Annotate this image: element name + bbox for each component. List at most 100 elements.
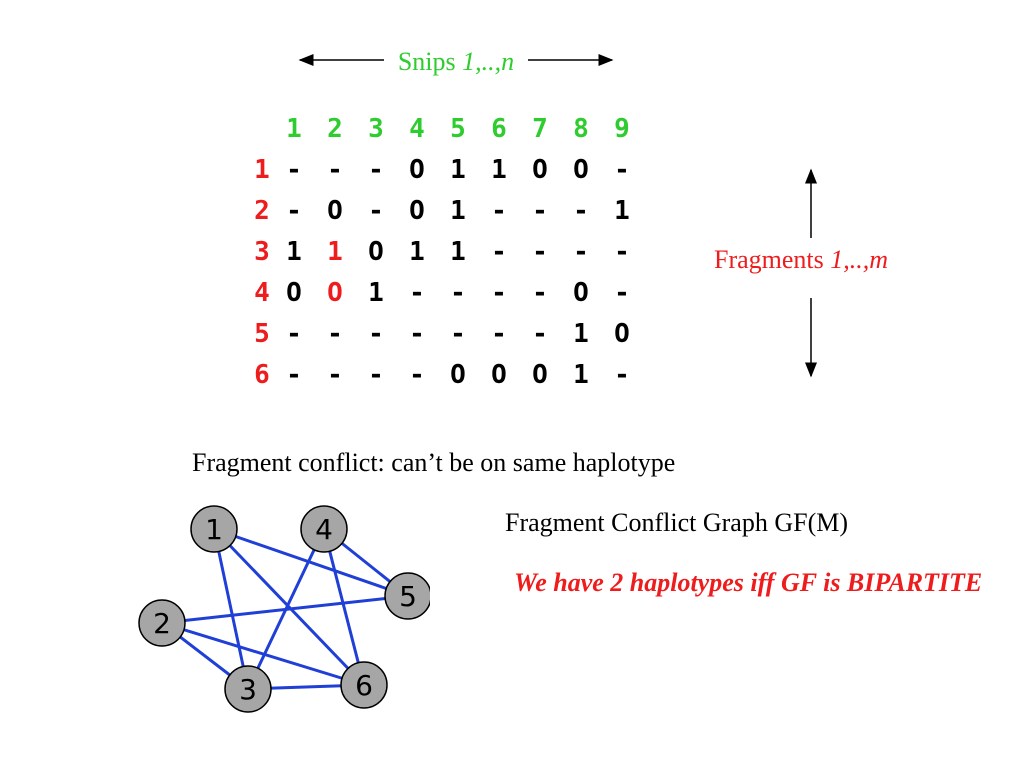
bipartite-note: We have 2 haplotypes iff GF is BIPARTITE <box>514 568 983 597</box>
graph-edge-1-5 <box>213 527 409 598</box>
fragment-conflict-caption: Fragment conflict: can’t be on same hapl… <box>192 448 676 477</box>
matrix-cell: 1 <box>491 155 507 185</box>
matrix-cell: - <box>409 319 425 349</box>
matrix-cell: 1 <box>614 196 630 226</box>
matrix-cell: - <box>614 360 630 390</box>
matrix-cell: O <box>327 196 343 226</box>
matrix-cell: O <box>614 319 630 349</box>
graph-edge-2-5 <box>161 594 409 625</box>
row-label: 3 <box>254 237 270 267</box>
matrix-cell: - <box>368 196 384 226</box>
graph-node-4 <box>300 505 348 553</box>
column-label: 5 <box>450 114 466 144</box>
fragments-arrow <box>805 168 817 378</box>
matrix-cell: - <box>614 237 630 267</box>
matrix-cell: O <box>532 155 548 185</box>
column-label: 3 <box>368 114 384 144</box>
conflict-graph-caption: Fragment Conflict Graph GF(M) <box>505 508 849 537</box>
snips-label-text: Snips <box>397 47 463 76</box>
fragments-range: 1,..,m <box>830 245 889 274</box>
matrix-cell: O <box>368 237 384 267</box>
matrix-cell: O <box>450 360 466 390</box>
column-label: 1 <box>286 114 302 144</box>
matrix-cell: - <box>286 360 302 390</box>
matrix-cell: - <box>286 319 302 349</box>
column-label: 7 <box>532 114 548 144</box>
snips-header: Snips 1,..,n <box>296 44 616 80</box>
graph-node-label: 1 <box>205 513 223 546</box>
matrix-cell: - <box>491 278 507 308</box>
graph-nodes: 1 2 3 4 5 6 <box>138 505 430 713</box>
snips-label: Snips 1,..,n <box>386 44 526 80</box>
column-label: 4 <box>409 114 425 144</box>
matrix-cell: - <box>327 319 343 349</box>
matrix-cell: - <box>614 278 630 308</box>
matrix-cell: O <box>532 360 548 390</box>
matrix-cell: - <box>573 237 589 267</box>
row-label: 2 <box>254 196 270 226</box>
fragments-label-text: Fragments <box>714 245 831 274</box>
graph-edge-1-3 <box>212 528 250 690</box>
matrix-cell: - <box>368 155 384 185</box>
column-label: 6 <box>491 114 507 144</box>
graph-node-6 <box>340 661 388 709</box>
matrix-cell: - <box>532 196 548 226</box>
matrix-cell: - <box>573 196 589 226</box>
matrix-cell: O <box>573 155 589 185</box>
matrix-cell: - <box>614 155 630 185</box>
matrix-cell: 1 <box>450 237 466 267</box>
graph-node-label: 5 <box>399 580 417 613</box>
column-label: 8 <box>573 114 589 144</box>
graph-edge-2-6 <box>161 621 365 687</box>
matrix-cell: - <box>532 319 548 349</box>
matrix-cell: - <box>368 319 384 349</box>
conflict-graph: 1 2 3 4 5 6 <box>138 505 430 713</box>
matrix-cell: - <box>409 278 425 308</box>
matrix-cell: - <box>532 237 548 267</box>
matrix-cell: - <box>450 319 466 349</box>
row-label: 6 <box>254 360 270 390</box>
matrix-cell: 1 <box>327 237 343 267</box>
graph-edge-4-6 <box>322 528 366 686</box>
graph-node-label: 2 <box>153 607 171 640</box>
fragments-label: Fragments 1,..,m <box>714 242 888 278</box>
graph-node-5 <box>384 572 430 620</box>
column-label: 2 <box>327 114 343 144</box>
matrix-cell: O <box>573 278 589 308</box>
matrix-cell: 1 <box>573 319 589 349</box>
matrix-cell: - <box>286 155 302 185</box>
snips-range: 1,..,n <box>462 47 515 76</box>
matrix-cell: - <box>327 155 343 185</box>
matrix-cell: O <box>491 360 507 390</box>
matrix-cell: - <box>491 237 507 267</box>
matrix-cell: - <box>286 196 302 226</box>
matrix-cell: - <box>532 278 548 308</box>
row-label: 4 <box>254 278 270 308</box>
matrix-cell: O <box>286 278 302 308</box>
graph-edge-1-6 <box>212 527 366 687</box>
matrix-cell: - <box>491 196 507 226</box>
matrix-cell: - <box>409 360 425 390</box>
matrix-cell: 1 <box>368 278 384 308</box>
graph-node-label: 3 <box>239 673 257 706</box>
matrix-cell: - <box>491 319 507 349</box>
row-label: 1 <box>254 155 270 185</box>
matrix-cell: 1 <box>450 155 466 185</box>
matrix-cell: 1 <box>286 237 302 267</box>
graph-node-label: 6 <box>355 669 373 702</box>
graph-node-1 <box>190 505 238 553</box>
matrix-cell: - <box>450 278 466 308</box>
graph-node-3 <box>224 665 272 713</box>
graph-node-2 <box>138 599 186 647</box>
graph-node-label: 4 <box>315 513 333 546</box>
column-label: 9 <box>614 114 630 144</box>
matrix-cell: - <box>327 360 343 390</box>
matrix-cell: 1 <box>450 196 466 226</box>
graph-edges <box>161 527 409 691</box>
matrix-cell: O <box>409 155 425 185</box>
matrix-cell: 1 <box>573 360 589 390</box>
matrix-cell: O <box>327 278 343 308</box>
matrix-cell: 1 <box>409 237 425 267</box>
matrix-cell: O <box>409 196 425 226</box>
snips-arrow <box>298 54 614 66</box>
